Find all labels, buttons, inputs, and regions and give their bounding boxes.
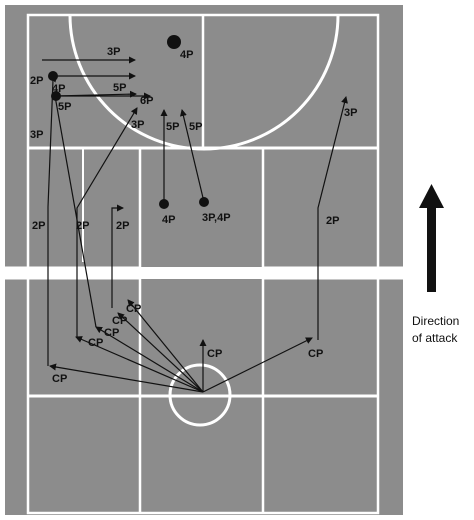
arrow-center-to-cp-right — [202, 337, 313, 393]
label-cp-l2: CP — [88, 337, 103, 349]
arrow-left-wide-run — [76, 107, 138, 337]
label-cp-l4: CP — [112, 315, 127, 327]
player-marker-4p-mid — [159, 199, 169, 209]
label-3p-far-left: 3P — [30, 129, 43, 141]
label-5p-right: 5P — [113, 82, 126, 94]
label-5p-mid-b: 5P — [189, 121, 202, 133]
label-2p-right: 2P — [326, 215, 339, 227]
label-2p-b: 2P — [116, 220, 129, 232]
label-cp-right: CP — [308, 348, 323, 360]
arrow-center-to-cp-l4 — [117, 312, 204, 393]
label-2p-top: 2P — [30, 75, 43, 87]
direction-legend: Direction of attack — [412, 184, 459, 345]
label-cp-l5: CP — [126, 303, 141, 315]
label-3p-top: 3P — [107, 46, 120, 58]
player-marker-2p-top — [48, 71, 58, 81]
legend-line1: Direction — [412, 314, 459, 328]
label-5p-under: 5P — [58, 101, 71, 113]
player-markers — [48, 35, 209, 209]
legend-line2: of attack — [412, 331, 458, 345]
arrow-center-to-cp-l1 — [49, 363, 204, 393]
label-cp-l3: CP — [104, 327, 119, 339]
arrow-right-run — [317, 96, 348, 340]
player-marker-3p4p-mid — [199, 197, 209, 207]
label-3p-mid: 3P — [131, 119, 144, 131]
arrow-3p4p-to-5p-mid — [179, 109, 205, 203]
label-3p4p-mid: 3P,4P — [202, 212, 231, 224]
label-3p-right: 3P — [344, 107, 357, 119]
label-6p: 6P — [140, 95, 153, 107]
label-cp-l1: CP — [52, 373, 67, 385]
arrow-top-line-5p — [55, 90, 137, 98]
player-marker-4p-top — [167, 35, 181, 49]
label-4p-top: 4P — [52, 83, 65, 95]
label-2p-far-left: 2P — [32, 220, 45, 232]
center-circle — [168, 363, 232, 427]
label-cp-center: CP — [207, 348, 222, 360]
label-4p-mid: 4P — [162, 214, 175, 226]
label-5p-mid-a: 5P — [166, 121, 179, 133]
arrow-center-to-cp-l5 — [127, 299, 204, 393]
position-labels: CP CP CP CP CP CP CP 2P 3P 2P 3P 2P 2P 3… — [30, 46, 357, 385]
label-2p-a: 2P — [76, 220, 89, 232]
up-arrow-icon — [419, 184, 444, 292]
player-marker-5p-top — [51, 91, 61, 101]
arrow-left-inner-run — [111, 204, 124, 308]
arrow-center-to-cp-l2 — [75, 336, 204, 393]
arrow-center-to-cp-l3 — [95, 326, 204, 393]
label-4p-top-right: 4P — [180, 49, 193, 61]
